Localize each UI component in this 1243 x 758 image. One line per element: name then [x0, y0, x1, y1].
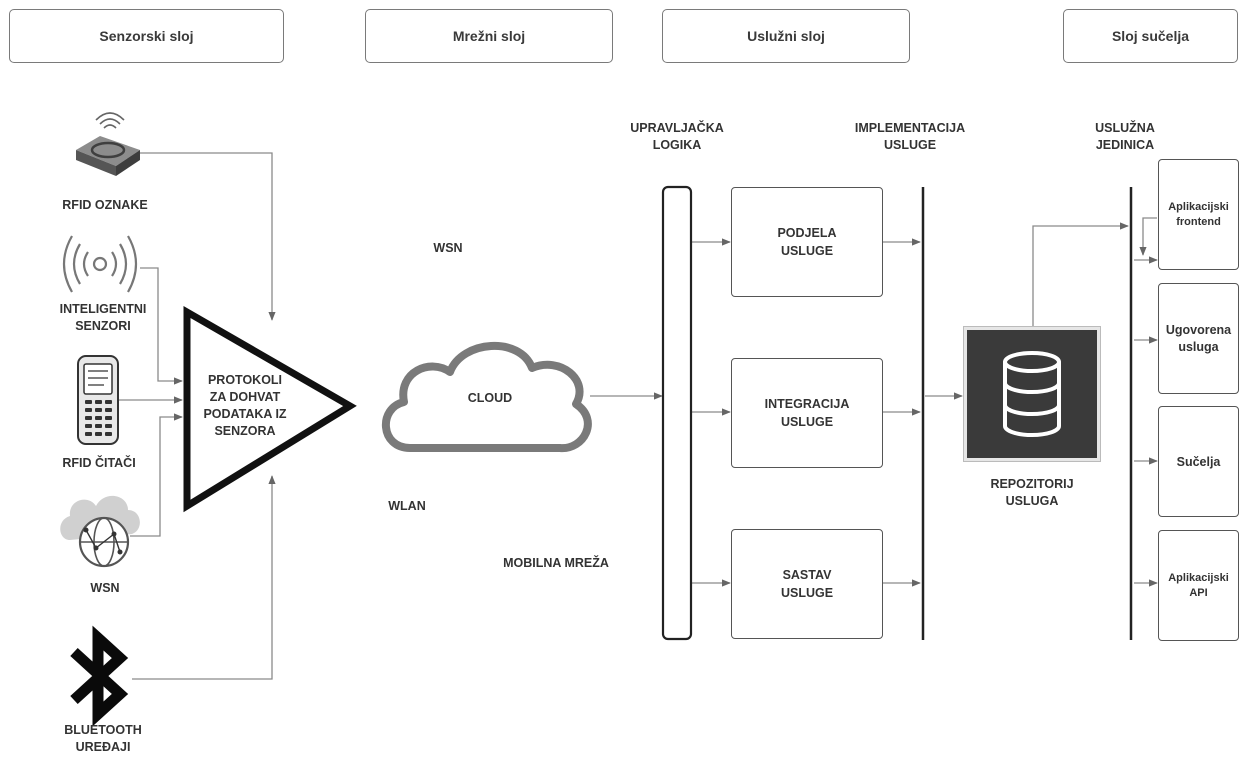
service-composition-line2: USLUGE — [780, 586, 834, 600]
bluetooth-label-line2: UREĐAJI — [75, 740, 131, 754]
rfid-tag-icon — [76, 112, 140, 176]
layer-header-service: Uslužni sloj — [662, 9, 910, 63]
wsn-connector — [130, 413, 183, 537]
control-logic-bar — [661, 185, 693, 641]
wsn-device-label: WSN — [90, 581, 120, 595]
service-integration-box: INTEGRACIJA USLUGE — [731, 358, 883, 468]
service-repository-panel — [964, 327, 1100, 461]
cloud-globe-icon — [60, 495, 140, 568]
service-distribution-line2: USLUGE — [780, 244, 834, 258]
bluetooth-label: BLUETOOTH UREĐAJI — [38, 722, 168, 756]
service-unit-label-line2: JEDINICA — [1095, 138, 1155, 152]
interface-api-line2: API — [1189, 586, 1208, 599]
interface-api-line1: Aplikacijski — [1168, 571, 1229, 584]
service-composition-line1: SASTAV — [782, 568, 832, 582]
protocol-label-line2: ZA DOHVAT — [209, 390, 281, 404]
layer-header-interface: Sloj sučelja — [1063, 9, 1238, 63]
rfid-readers-label: RFID ČITAČI — [62, 456, 136, 470]
protocol-label-line1: PROTOKOLI — [207, 373, 283, 387]
network-wlan-label: WLAN — [388, 499, 426, 513]
service-distribution-box: PODJELA USLUGE — [731, 187, 883, 297]
impl-connectors — [883, 238, 921, 587]
service-integration-line2: USLUGE — [780, 415, 834, 429]
service-distribution-line1: PODJELA — [777, 226, 837, 240]
control-logic-label: UPRAVLJAČKA LOGIKA — [607, 120, 747, 154]
interface-frontend-line1: Aplikacijski — [1168, 200, 1229, 213]
bluetooth-icon — [70, 625, 129, 727]
smart-sensors-label-line2: SENZORI — [75, 319, 131, 333]
protocol-triangle — [183, 305, 357, 513]
control-connectors — [691, 238, 731, 587]
implementation-label-line2: USLUGE — [883, 138, 937, 152]
bluetooth-connector — [132, 475, 276, 680]
database-icon — [1003, 351, 1061, 437]
layer-header-network: Mrežni sloj — [365, 9, 613, 63]
service-unit-label: USLUŽNA JEDINICA — [1075, 120, 1175, 154]
service-unit-label-line1: USLUŽNA — [1095, 121, 1155, 135]
service-repository-label-line2: USLUGA — [1005, 494, 1059, 508]
interface-api-box: Aplikacijski API — [1158, 530, 1239, 641]
protocol-label: PROTOKOLI ZA DOHVAT PODATAKA IZ SENZORA — [185, 372, 305, 440]
wireless-signal-icon — [62, 235, 138, 293]
protocol-label-line4: SENZORA — [214, 424, 276, 438]
bluetooth-label-line1: BLUETOOTH — [64, 723, 142, 737]
protocol-label-line3: PODATAKA IZ — [203, 407, 287, 421]
network-wsn-label: WSN — [433, 241, 463, 255]
cloud-icon — [382, 342, 592, 453]
interface-contracted-line2: usluga — [1178, 339, 1219, 354]
control-logic-label-line2: LOGIKA — [652, 138, 702, 152]
interface-frontend-box: Aplikacijski frontend — [1158, 159, 1239, 270]
rfid-tags-label: RFID OZNAKE — [62, 198, 148, 212]
interface-frontend-line2: frontend — [1176, 215, 1221, 228]
cloud-label: CLOUD — [467, 391, 513, 405]
interface-interfaces-box: Sučelja — [1158, 406, 1239, 517]
service-composition-box: SASTAV USLUGE — [731, 529, 883, 639]
smart-sensors-label: INTELIGENTNI SENZORI — [38, 301, 168, 335]
rfid-tag-connector — [140, 152, 276, 321]
implementation-label: IMPLEMENTACIJA USLUGE — [835, 120, 985, 154]
network-mobile-label: MOBILNA MREŽA — [503, 556, 609, 570]
service-repository-label-line1: REPOZITORIJ — [990, 477, 1074, 491]
service-integration-line1: INTEGRACIJA — [764, 397, 850, 411]
implementation-label-line1: IMPLEMENTACIJA — [854, 121, 966, 135]
sensor-connectors — [117, 152, 276, 680]
smart-sensors-label-line1: INTELIGENTNI — [59, 302, 147, 316]
control-logic-label-line1: UPRAVLJAČKA — [630, 121, 724, 135]
interface-contracted-line1: Ugovorena — [1165, 322, 1232, 337]
interface-contracted-box: Ugovorena usluga — [1158, 283, 1239, 394]
service-repository-label: REPOZITORIJ USLUGA — [967, 476, 1097, 510]
interface-interfaces-label: Sučelja — [1176, 454, 1221, 469]
handheld-reader-icon — [77, 355, 119, 445]
repository-to-unit-connector — [1032, 222, 1129, 327]
smart-sensor-connector — [140, 267, 183, 385]
interface-connectors — [1134, 217, 1158, 587]
layer-header-sensor: Senzorski sloj — [9, 9, 284, 63]
